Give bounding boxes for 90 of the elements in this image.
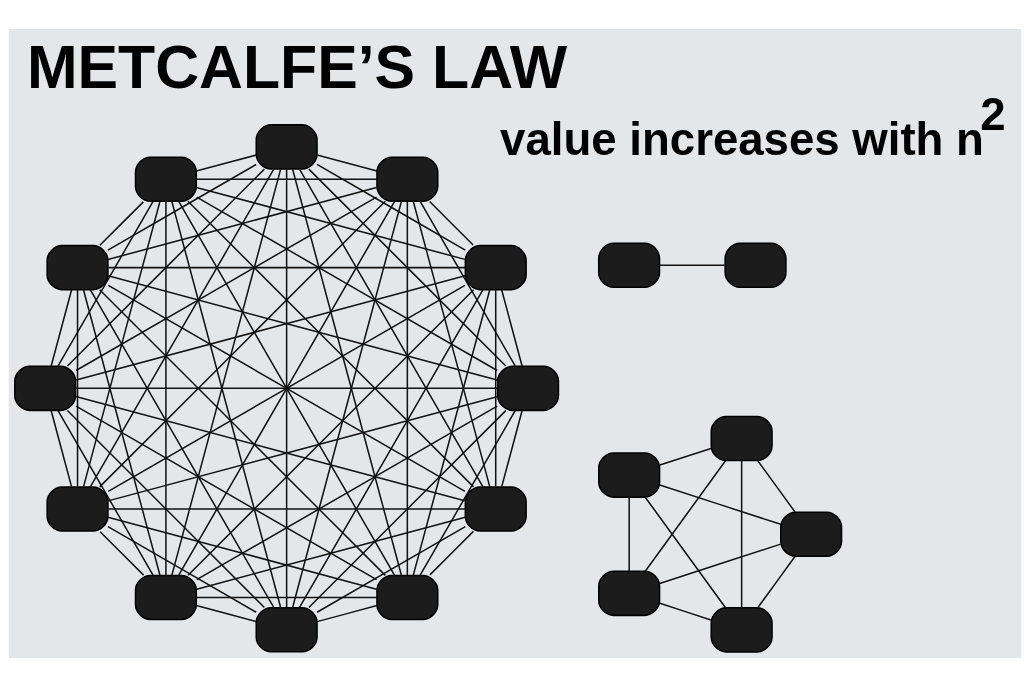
connector xyxy=(316,604,378,623)
connector xyxy=(740,459,743,608)
node-box xyxy=(598,570,661,617)
connector xyxy=(195,596,378,599)
connector xyxy=(99,201,145,247)
connector xyxy=(406,201,409,577)
connector xyxy=(98,289,387,577)
connector xyxy=(57,409,154,576)
connector xyxy=(75,387,498,390)
connector xyxy=(419,200,516,367)
connector xyxy=(412,200,491,488)
node-box xyxy=(134,156,198,203)
connector xyxy=(66,409,266,609)
connector xyxy=(66,168,266,367)
connector xyxy=(658,484,782,526)
connector xyxy=(316,525,467,613)
connector xyxy=(50,410,73,488)
connector xyxy=(658,543,782,585)
connector xyxy=(628,496,630,572)
connector xyxy=(187,288,475,577)
node-box xyxy=(597,242,661,289)
connector xyxy=(412,289,491,577)
connector xyxy=(99,530,145,576)
connector xyxy=(195,178,378,180)
connector xyxy=(75,405,378,581)
connector xyxy=(107,163,257,251)
connector xyxy=(107,186,378,261)
connector xyxy=(187,200,475,488)
connector xyxy=(298,168,484,488)
node-box xyxy=(255,124,318,170)
connector xyxy=(50,289,73,367)
node-box xyxy=(14,365,77,412)
node-box xyxy=(134,574,198,621)
node-box xyxy=(780,511,843,557)
connector xyxy=(195,186,466,261)
connector xyxy=(195,405,498,581)
connector xyxy=(285,168,288,608)
connector xyxy=(298,289,484,609)
connector xyxy=(76,289,79,488)
node-box xyxy=(496,365,560,412)
connector xyxy=(316,163,467,251)
node-box xyxy=(724,242,787,289)
connector xyxy=(494,289,497,488)
connector xyxy=(659,447,712,466)
node-box xyxy=(710,415,773,462)
connector xyxy=(75,395,466,502)
connector xyxy=(57,200,154,367)
connector xyxy=(308,168,507,367)
node-box xyxy=(376,574,439,621)
connector xyxy=(195,196,498,372)
node-box xyxy=(46,244,109,291)
connector xyxy=(757,555,796,609)
node-box xyxy=(710,607,773,653)
connector xyxy=(429,530,475,576)
connector xyxy=(107,525,257,613)
diagram-title: METCALFE’S LAW xyxy=(26,33,568,102)
connector xyxy=(500,289,523,367)
connector xyxy=(419,409,516,576)
node-box xyxy=(255,607,318,653)
connector xyxy=(195,604,257,623)
connector xyxy=(195,154,257,172)
connector xyxy=(308,409,507,609)
connector xyxy=(107,284,466,493)
connector xyxy=(89,168,275,488)
connector xyxy=(82,200,161,488)
connector xyxy=(89,289,275,609)
connector xyxy=(82,288,161,577)
connector xyxy=(196,516,467,590)
connector xyxy=(107,266,466,269)
connector xyxy=(165,200,167,576)
node-box xyxy=(598,452,661,498)
connector xyxy=(316,154,378,172)
connector xyxy=(500,410,523,488)
node-box xyxy=(464,244,527,291)
node-box xyxy=(46,486,109,532)
connector xyxy=(75,275,466,381)
connector xyxy=(756,459,796,513)
node-box xyxy=(376,156,439,203)
node-box xyxy=(464,486,527,532)
connector xyxy=(75,196,378,372)
connector xyxy=(107,516,378,590)
connector xyxy=(107,395,498,502)
connector xyxy=(644,459,727,572)
connector xyxy=(107,508,466,510)
connector xyxy=(659,602,712,621)
connector xyxy=(658,264,726,267)
connector xyxy=(428,200,474,246)
connector xyxy=(98,200,387,488)
connector xyxy=(644,496,727,609)
connector xyxy=(107,275,498,381)
